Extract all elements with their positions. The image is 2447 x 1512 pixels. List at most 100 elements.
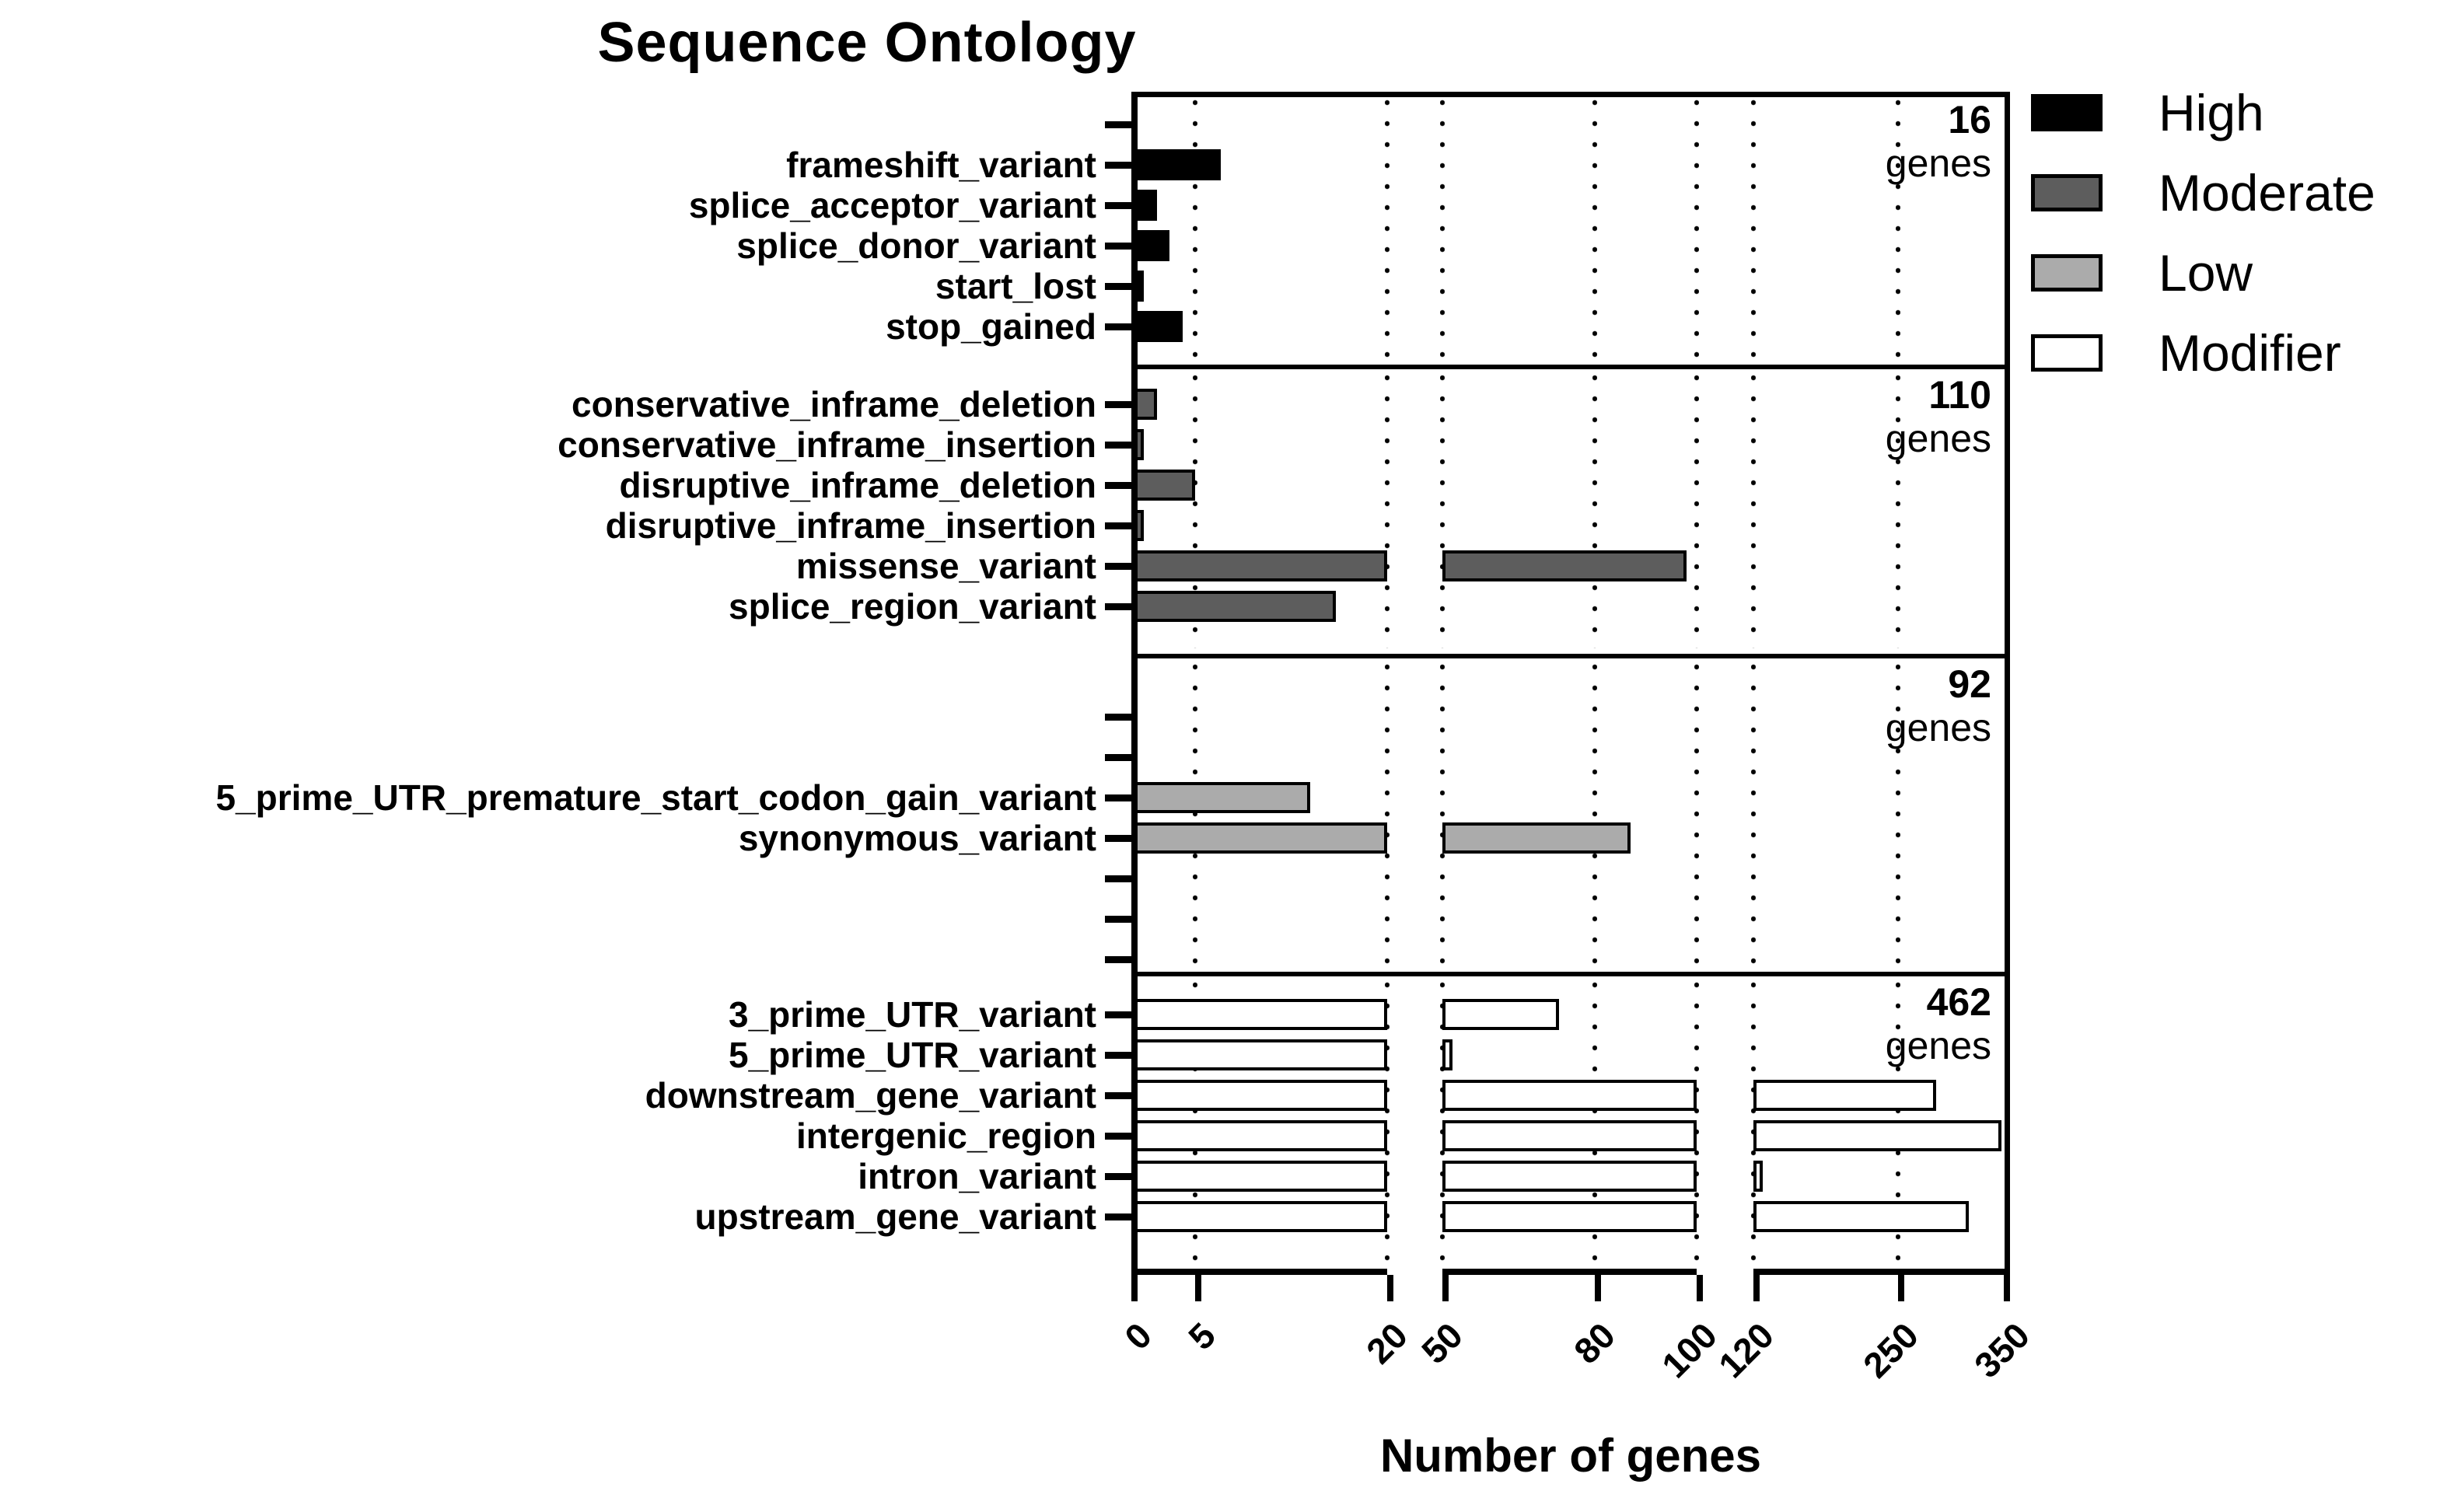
panel-gene-word: genes	[1885, 141, 1991, 185]
gridline	[1440, 100, 1445, 359]
y-axis-label: start_lost	[935, 266, 1096, 306]
y-axis-tick	[1105, 243, 1131, 250]
gridline	[1385, 375, 1390, 648]
bar-intron_variant	[1442, 1161, 1697, 1192]
bar-disruptive_inframe_deletion	[1131, 470, 1196, 501]
bar-5_prime_UTR_premature_start_codon_gain_variant	[1131, 782, 1311, 813]
y-axis-tick	[1105, 482, 1131, 489]
y-axis-label: missense_variant	[795, 546, 1096, 586]
y-axis-label: stop_gained	[886, 306, 1096, 347]
y-axis-label: splice_donor_variant	[736, 225, 1096, 266]
legend-label: Low	[2159, 244, 2253, 302]
gridline	[1694, 664, 1699, 966]
x-axis-segment	[1442, 1269, 1697, 1275]
gridline	[1193, 375, 1197, 648]
y-axis-tick	[1105, 442, 1131, 449]
panel-gene-count: 462	[1926, 980, 1991, 1024]
x-axis-tick	[1387, 1275, 1393, 1301]
x-axis-tick	[2004, 1275, 2010, 1301]
gridline	[1592, 664, 1597, 966]
bar-upstream_gene_variant	[1131, 1201, 1387, 1232]
y-axis-tick	[1105, 1011, 1131, 1018]
gridline	[1592, 375, 1597, 648]
legend-swatch-high	[2031, 94, 2103, 131]
y-axis-tick	[1105, 916, 1131, 923]
bar-intron_variant	[1131, 1161, 1387, 1192]
legend-item: Moderate	[2031, 167, 2375, 218]
y-axis-label: splice_acceptor_variant	[688, 185, 1096, 225]
gridline	[1385, 100, 1390, 359]
gridline	[1751, 100, 1756, 359]
bar-intergenic_region	[1753, 1120, 2001, 1151]
panel-gene-count: 92	[1948, 662, 1991, 706]
y-axis-tick	[1105, 563, 1131, 570]
bar-downstream_gene_variant	[1753, 1080, 1936, 1111]
y-axis-label: conservative_inframe_insertion	[558, 424, 1096, 465]
panel-gene-word: genes	[1885, 706, 1991, 749]
panel-gene-word: genes	[1885, 1024, 1991, 1067]
x-axis-tick	[1131, 1275, 1138, 1301]
legend-swatch-modifier	[2031, 334, 2103, 372]
x-axis-tick	[1697, 1275, 1703, 1301]
bar-intergenic_region	[1131, 1120, 1387, 1151]
y-axis-label: frameshift_variant	[786, 145, 1096, 185]
gridline	[1193, 664, 1197, 966]
bar-stop_gained	[1131, 311, 1183, 342]
gridline	[1694, 982, 1699, 1267]
panel-boundary-line	[1131, 972, 2010, 976]
y-axis-label: conservative_inframe_deletion	[572, 384, 1096, 424]
x-axis-segment	[1753, 1269, 2010, 1275]
gridline	[1440, 664, 1445, 966]
legend-swatch-moderate	[2031, 174, 2103, 211]
x-axis-tick	[1898, 1275, 1904, 1301]
panel-gene-count: 110	[1928, 373, 1991, 417]
gridline	[1896, 664, 1900, 966]
bar-downstream_gene_variant	[1442, 1080, 1697, 1111]
y-axis-tick	[1105, 121, 1131, 128]
bar-upstream_gene_variant	[1753, 1201, 1970, 1232]
chart-title: Sequence Ontology	[597, 12, 1137, 74]
y-axis-line	[1131, 92, 1138, 1275]
y-axis-tick	[1105, 1213, 1131, 1220]
y-axis-label: upstream_gene_variant	[694, 1196, 1096, 1237]
bar-synonymous_variant	[1442, 822, 1631, 854]
bar-intron_variant	[1753, 1161, 1763, 1192]
y-axis-label: splice_region_variant	[729, 586, 1096, 627]
x-axis-tick	[1442, 1275, 1449, 1301]
legend-item: Low	[2031, 247, 2375, 299]
y-axis-label: intron_variant	[858, 1156, 1096, 1196]
x-axis-segment	[1131, 1269, 1387, 1275]
y-axis-tick	[1105, 835, 1131, 842]
y-axis-label: intergenic_region	[796, 1116, 1096, 1156]
panel-gene-word: genes	[1885, 417, 1991, 460]
bar-upstream_gene_variant	[1442, 1201, 1697, 1232]
y-axis-tick	[1105, 162, 1131, 169]
panel-boundary-line	[1131, 365, 2010, 369]
y-axis-tick	[1105, 875, 1131, 882]
y-axis-tick	[1105, 794, 1131, 801]
gridline	[1751, 664, 1756, 966]
x-axis-tick	[1195, 1275, 1201, 1301]
legend-swatch-low	[2031, 254, 2103, 292]
legend-label: Moderate	[2159, 164, 2375, 222]
legend-item: Modifier	[2031, 327, 2375, 379]
gridline	[1896, 375, 1900, 648]
y-axis-label: 5_prime_UTR_variant	[729, 1035, 1096, 1075]
y-axis-label: downstream_gene_variant	[645, 1075, 1096, 1116]
y-axis-tick	[1105, 1173, 1131, 1180]
y-axis-label: synonymous_variant	[738, 818, 1096, 858]
y-axis-tick	[1105, 401, 1131, 408]
bar-missense_variant	[1131, 550, 1387, 581]
y-axis-label: disruptive_inframe_deletion	[619, 465, 1097, 505]
y-axis-tick	[1105, 1133, 1131, 1140]
panel-gene-count: 16	[1948, 98, 1991, 141]
bar-3_prime_UTR_variant	[1442, 999, 1560, 1030]
plot-top-border	[1131, 92, 2010, 97]
gridline	[1694, 100, 1699, 359]
plot-right-border	[2005, 92, 2010, 1275]
y-axis-tick	[1105, 323, 1131, 330]
y-axis-tick	[1105, 603, 1131, 610]
bar-5_prime_UTR_variant	[1442, 1039, 1453, 1070]
y-axis-tick	[1105, 202, 1131, 209]
